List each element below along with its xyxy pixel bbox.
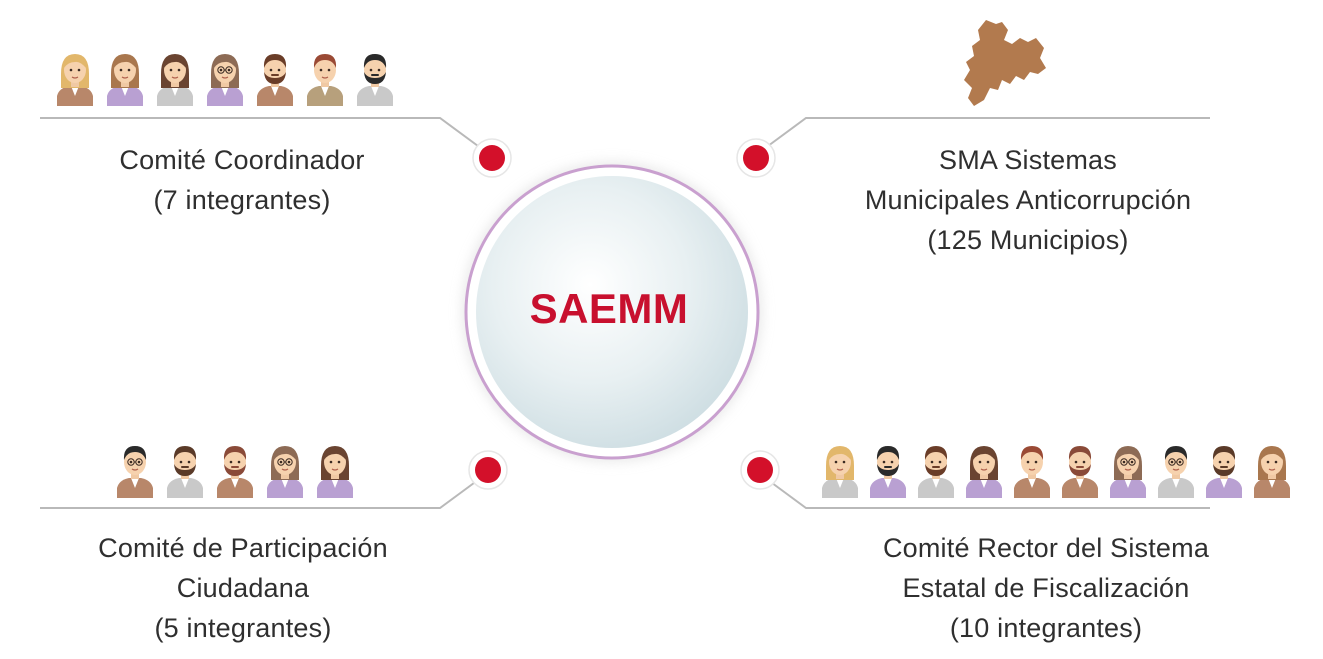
node-dot-top-left [472,138,512,178]
person-icon [317,446,353,498]
person-icon [57,54,93,106]
person-icon [966,446,1002,498]
comite-coordinador-count: (7 integrantes) [153,185,331,215]
comite-rector-count: (10 integrantes) [949,613,1143,643]
person-icon [257,54,293,106]
person-icon [157,54,193,106]
sma-count: (125 Municipios) [927,225,1129,255]
person-icon [1254,446,1290,498]
center-title: SAEMM [529,285,689,332]
connector-bottom-left [40,479,479,509]
comite-participacion-count: (5 integrantes) [154,613,332,643]
person-icon [167,446,203,498]
person-icon [117,446,153,498]
comite-rector-title-line1: Comité Rector del Sistema [882,533,1210,563]
node-dot-bottom-right [740,450,780,490]
comite-participacion-title-line1: Comité de Participación [98,533,388,563]
comite-coordinador-people-icons [53,48,397,106]
sma-label: SMA Sistemas Municipales Anticorrupción … [800,140,1256,260]
comite-coordinador-title: Comité Coordinador [119,145,365,175]
person-icon [267,446,303,498]
person-icon [107,54,143,106]
comite-participacion-title-line2: Ciudadana [176,573,310,603]
state-map-icon [964,20,1046,106]
node-dot-top-right [736,138,776,178]
person-icon [307,54,343,106]
sma-title-line2: Municipales Anticorrupción [864,185,1192,215]
comite-participacion-people-icons [113,440,357,498]
person-icon [357,54,393,106]
sma-title-line1: SMA Sistemas [939,145,1117,175]
comite-rector-title-line2: Estatal de Fiscalización [902,573,1190,603]
person-icon [822,446,858,498]
person-icon [217,446,253,498]
person-icon [1062,446,1098,498]
comite-rector-people-icons [818,440,1294,498]
person-icon [1158,446,1194,498]
person-icon [1110,446,1146,498]
person-icon [1206,446,1242,498]
node-dot-bottom-left [468,450,508,490]
person-icon [870,446,906,498]
comite-participacion-label: Comité de Participación Ciudadana (5 int… [40,528,446,648]
person-icon [207,54,243,106]
connector-top-left [40,117,479,147]
person-icon [918,446,954,498]
connector-top-right [767,117,1210,147]
person-icon [1014,446,1050,498]
comite-rector-label: Comité Rector del Sistema Estatal de Fis… [826,528,1266,648]
connector-bottom-right [767,479,1210,509]
center-circle-fill [476,176,748,448]
comite-coordinador-label: Comité Coordinador (7 integrantes) [44,140,440,220]
